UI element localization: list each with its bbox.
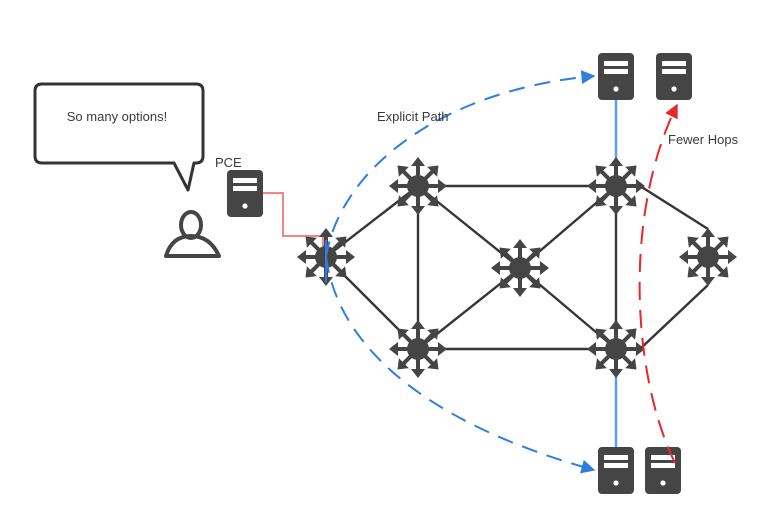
user-icon <box>164 210 221 258</box>
router-icon-center <box>491 239 549 297</box>
speech-bubble: So many options! <box>33 82 205 192</box>
routers <box>297 157 737 378</box>
server-icon-top-2 <box>656 53 692 100</box>
pce-server-icon <box>227 170 263 217</box>
router-icon-bottom-left <box>389 320 447 378</box>
link-r5-r7 <box>616 184 709 231</box>
link-r2-r4 <box>417 185 521 269</box>
link-r3-r4 <box>417 267 521 350</box>
link-r1-r2 <box>325 185 419 258</box>
speech-bubble-text: So many options! <box>67 109 167 124</box>
router-icon-top-left <box>389 157 447 215</box>
server-icon-top-1 <box>598 53 634 100</box>
explicit-path-lower <box>325 256 596 474</box>
router-icon-far-right <box>679 228 737 286</box>
server-icon-bottom-2 <box>645 447 681 494</box>
explicit-path-upper <box>325 70 596 258</box>
explicit-path-label: Explicit Path <box>377 109 449 124</box>
fewer-hops-label: Fewer Hops <box>668 132 739 147</box>
server-icon-bottom-1 <box>598 447 634 494</box>
router-icon-bottom-right <box>587 320 645 378</box>
fewer-hops-path <box>638 103 678 464</box>
pce-label: PCE <box>215 155 242 170</box>
link-r6-r7 <box>616 284 709 351</box>
router-icon-top-right <box>587 157 645 215</box>
pce-link <box>263 192 324 250</box>
